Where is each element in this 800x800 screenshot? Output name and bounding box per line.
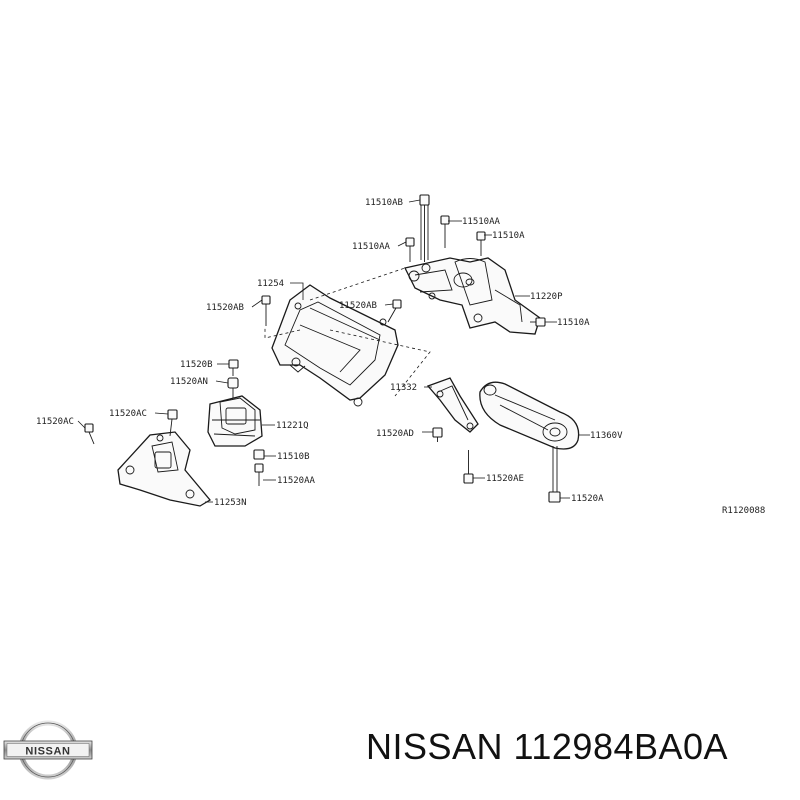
label-11520AC-far: 11520AC	[36, 417, 74, 427]
reference-code: R1120088	[722, 506, 765, 516]
label-11510A-right: 11510A	[557, 318, 590, 328]
bolt-11520B	[228, 359, 239, 376]
label-11221Q: 11221Q	[276, 421, 309, 431]
bolt-11510AA-left	[405, 237, 415, 262]
bolt-11520A	[548, 446, 561, 503]
part-labels: 11510AB 11510AA 11510A 11510AA 11220P 11…	[36, 198, 765, 516]
label-11520B: 11520B	[180, 360, 213, 370]
bolt-11520AB-mid	[387, 299, 402, 323]
nissan-logo: NISSAN	[3, 720, 93, 780]
bolt-11520AB-left	[261, 295, 271, 326]
label-11520AB-left: 11520AB	[206, 303, 244, 313]
mount-11221Q	[207, 395, 263, 447]
nut-11510B	[253, 449, 265, 460]
torque-rod-11360V	[479, 381, 580, 450]
label-11520AA: 11520AA	[277, 476, 316, 486]
label-11332: 11332	[390, 383, 417, 393]
bracket-11254	[271, 284, 399, 407]
label-11510AB: 11510AB	[365, 198, 403, 208]
label-11520AB-mid: 11520AB	[339, 301, 377, 311]
bolt-11510A-top	[476, 231, 486, 256]
label-11360V: 11360V	[590, 431, 623, 441]
label-11510B: 11510B	[277, 452, 310, 462]
engine-mount-11220P	[404, 257, 541, 335]
logo-wordmark: NISSAN	[25, 746, 70, 758]
bracket-11253N	[117, 431, 211, 507]
label-11253N: 11253N	[214, 498, 247, 508]
label-11254: 11254	[257, 279, 284, 289]
label-11510AA-left: 11510AA	[352, 242, 391, 252]
label-11220P: 11220P	[530, 292, 563, 302]
label-11510A-top: 11510A	[492, 231, 525, 241]
bolt-11510AA-top	[440, 215, 450, 248]
alignment-line	[309, 267, 406, 301]
label-11520AC: 11520AC	[109, 409, 147, 419]
alignment-line	[329, 329, 431, 397]
washer-11520AN	[227, 377, 239, 398]
label-11520AE: 11520AE	[486, 474, 524, 484]
label-11520AD: 11520AD	[376, 429, 414, 439]
leader-lines	[77, 199, 590, 503]
bolt-11520AC-far	[84, 423, 95, 445]
bolt-11520AD	[432, 427, 443, 442]
bolt-11510AB	[419, 194, 430, 262]
bracket-11332	[426, 377, 479, 433]
bolt-11520AC	[167, 409, 178, 437]
alignment-line	[264, 326, 301, 339]
bolt-11520AA	[254, 463, 264, 486]
label-11510AA-top: 11510AA	[462, 217, 501, 227]
bolt-11520AE	[463, 450, 474, 484]
part-number-caption: NISSAN 112984BA0A	[366, 726, 729, 767]
label-11520AN: 11520AN	[170, 377, 208, 387]
label-11520A: 11520A	[571, 494, 604, 504]
